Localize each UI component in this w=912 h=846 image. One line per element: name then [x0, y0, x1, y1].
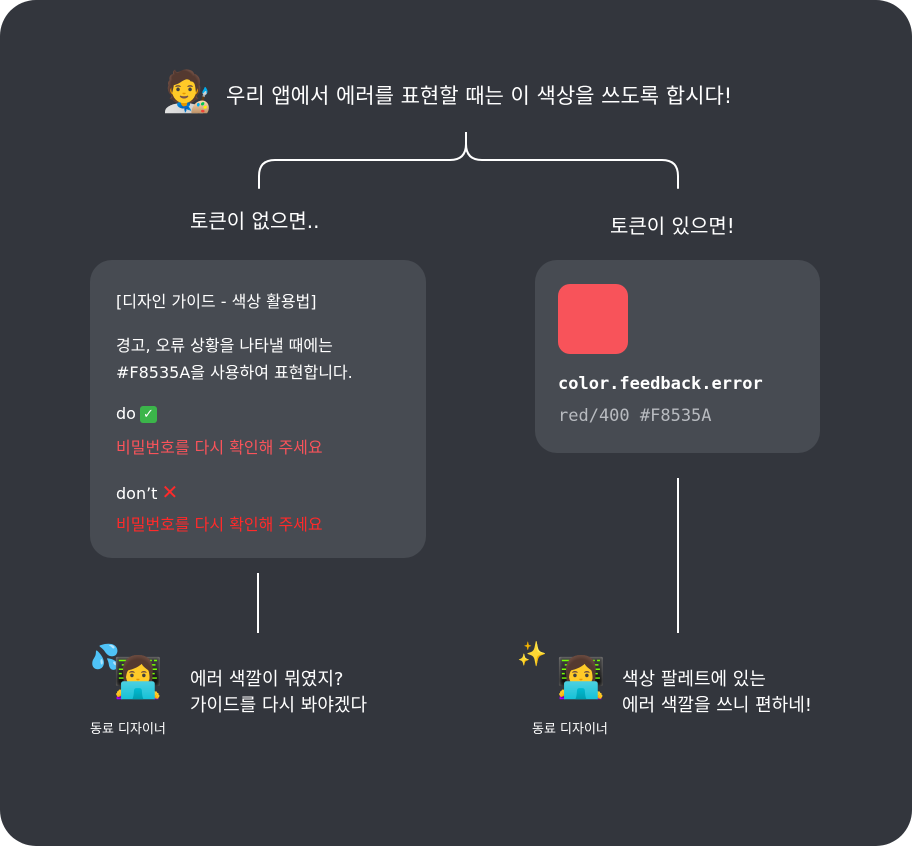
right-speech-line-2: 에러 색깔을 쓰니 편하네! [622, 695, 812, 716]
left-label: 토큰이 없으면.. [190, 209, 320, 233]
designer-right-icon: 👩‍💻 [556, 655, 606, 701]
dont-label: don’t [116, 484, 158, 503]
designer-right-caption: 동료 디자이너 [532, 722, 608, 737]
left-speech-line-2: 가이드를 다시 봐야겠다 [190, 695, 368, 716]
right-connector-line [677, 478, 679, 633]
left-connector-line [257, 573, 259, 633]
dont-row: don’t✕ [116, 480, 178, 504]
designer-left-icon: 👩‍💻 [113, 655, 163, 701]
token-name: color.feedback.error [558, 374, 763, 394]
guide-line-2: #F8535A을 사용하여 표현합니다. [116, 363, 353, 382]
guide-line-1: 경고, 오류 상황을 나타낼 때에는 [116, 336, 333, 355]
designer-left-caption: 동료 디자이너 [90, 722, 166, 737]
dont-example-text: 비밀번호를 다시 확인해 주세요 [116, 515, 323, 534]
diagram-title: 우리 앱에서 에러를 표현할 때는 이 색상을 쓰도록 합시다! [226, 84, 733, 108]
brace-connector [258, 132, 679, 189]
design-guide-card: [디자인 가이드 - 색상 활용법] 경고, 오류 상황을 나타낼 때에는 #F… [90, 260, 426, 558]
guide-heading: [디자인 가이드 - 색상 활용법] [116, 292, 317, 311]
token-card: color.feedback.error red/400 #F8535A [535, 260, 820, 453]
sparkles-icon: ✨ [517, 640, 547, 668]
check-mark-icon: ✓ [139, 406, 157, 423]
do-label: do [116, 404, 136, 423]
right-speech-line-1: 색상 팔레트에 있는 [622, 669, 766, 690]
right-label: 토큰이 있으면! [610, 214, 735, 238]
do-example-text: 비밀번호를 다시 확인해 주세요 [116, 438, 323, 457]
token-value: red/400 #F8535A [558, 406, 712, 426]
color-swatch [558, 284, 628, 354]
artist-icon: 🧑‍🎨 [162, 69, 212, 115]
cross-mark-icon: ✕ [161, 480, 179, 504]
left-speech-line-1: 에러 색깔이 뭐였지? [190, 669, 344, 690]
do-row: do✓ [116, 404, 157, 423]
sweat-drops-icon: 💦 [90, 643, 120, 671]
